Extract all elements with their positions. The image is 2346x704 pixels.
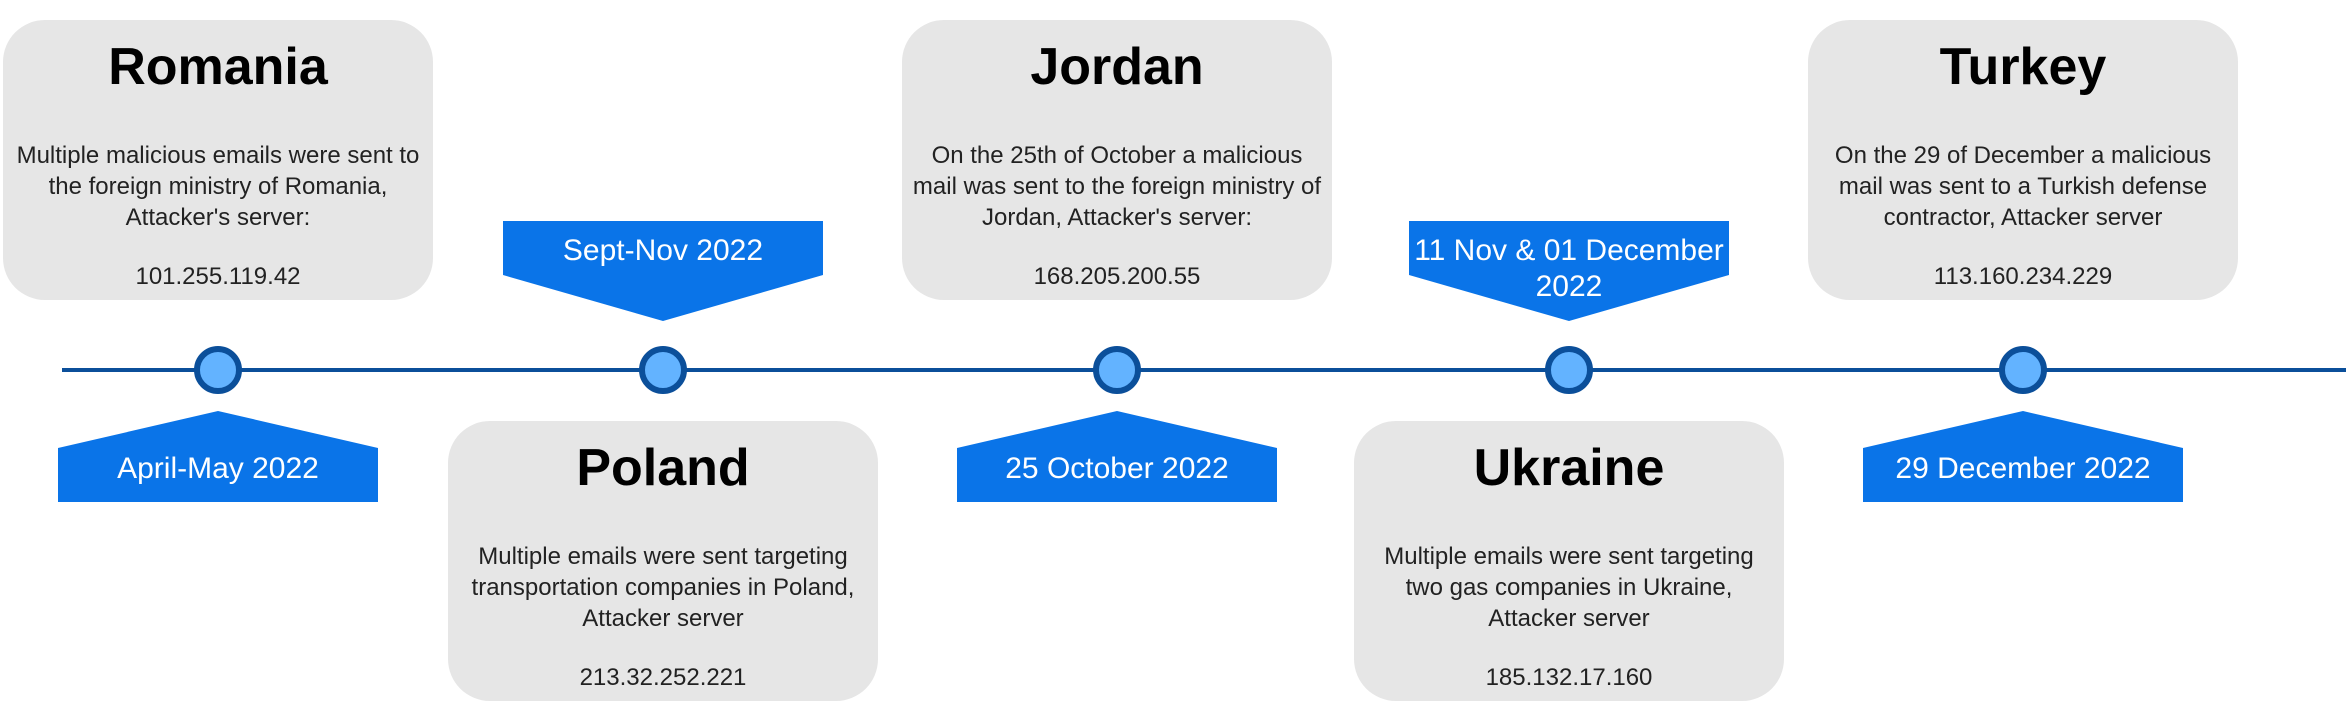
timeline-marker-jordan <box>1093 346 1141 394</box>
event-date: 29 December 2022 <box>1895 452 2151 485</box>
event-title: Jordan <box>1030 38 1204 96</box>
event-card-jordan: Jordan On the 25th of October a maliciou… <box>902 20 1332 300</box>
event-date: 25 October 2022 <box>1005 452 1229 485</box>
event-title: Ukraine <box>1473 439 1665 497</box>
event-ip: 185.132.17.160 <box>1485 664 1653 692</box>
event-title: Romania <box>108 38 328 96</box>
event-card-ukraine: Ukraine Multiple emails were sent target… <box>1354 421 1784 701</box>
event-ip: 101.255.119.42 <box>135 263 301 291</box>
event-ip: 113.160.234.229 <box>1933 263 2113 291</box>
event-title: Turkey <box>1939 38 2107 96</box>
event-date: April-May 2022 <box>117 452 319 485</box>
event-date: 11 Nov & 01 December 2022 <box>1414 234 1724 303</box>
timeline-line <box>62 368 2346 372</box>
event-description: Multiple emails were sent targeting two … <box>1384 543 1754 633</box>
timeline-marker-romania <box>194 346 242 394</box>
event-title: Poland <box>576 439 750 497</box>
date-flag-ukraine: 11 Nov & 01 December 2022 <box>1409 221 1729 321</box>
event-ip: 168.205.200.55 <box>1033 263 1201 291</box>
event-description: Multiple malicious emails were sent to t… <box>16 142 420 232</box>
date-flag-jordan: 25 October 2022 <box>957 411 1277 502</box>
timeline-marker-poland <box>639 346 687 394</box>
event-description: On the 25th of October a malicious mail … <box>912 142 1322 232</box>
event-date: Sept-Nov 2022 <box>562 234 764 267</box>
event-ip: 213.32.252.221 <box>579 664 747 692</box>
date-flag-romania: April-May 2022 <box>58 411 378 502</box>
date-flag-poland: Sept-Nov 2022 <box>503 221 823 321</box>
date-flag-turkey: 29 December 2022 <box>1863 411 2183 502</box>
event-description: On the 29 of December a malicious mail w… <box>1834 142 2212 232</box>
event-card-turkey: Turkey On the 29 of December a malicious… <box>1808 20 2238 300</box>
event-description: Multiple emails were sent targeting tran… <box>471 543 855 633</box>
event-card-romania: Romania Multiple malicious emails were s… <box>3 20 433 300</box>
event-card-poland: Poland Multiple emails were sent targeti… <box>448 421 878 701</box>
timeline-marker-ukraine <box>1545 346 1593 394</box>
timeline-marker-turkey <box>1999 346 2047 394</box>
